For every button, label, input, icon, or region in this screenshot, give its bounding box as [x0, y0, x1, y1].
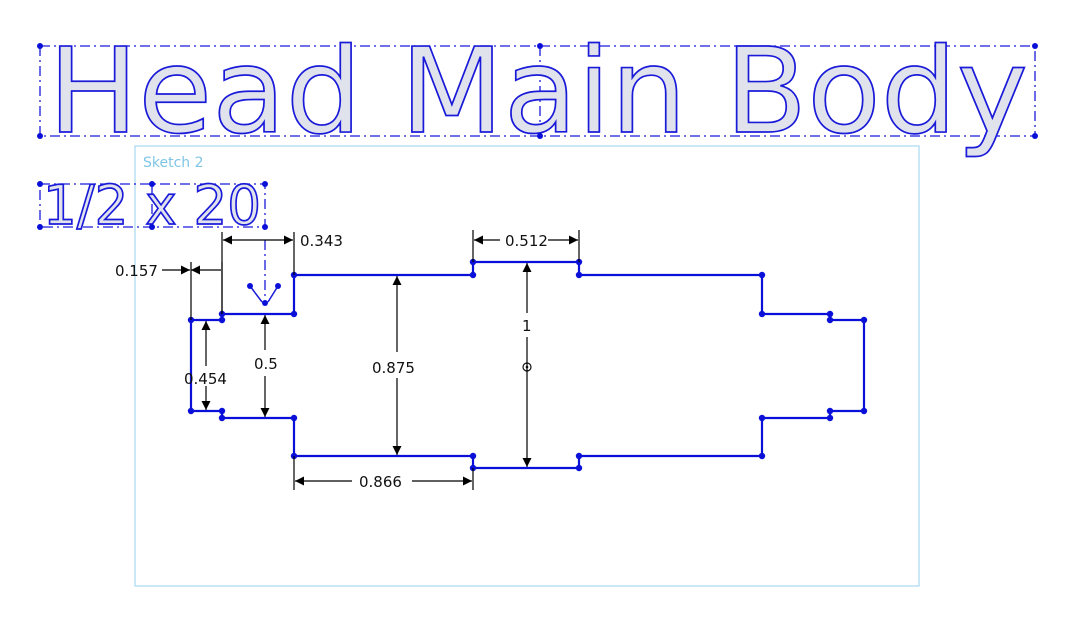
- dimension-0512[interactable]: 0.512: [472, 230, 580, 262]
- title-sketch-text[interactable]: Head Main Body: [47, 21, 1029, 161]
- construction-point[interactable]: [247, 283, 253, 289]
- vertex-point[interactable]: [826, 316, 834, 324]
- construction-point[interactable]: [275, 283, 281, 289]
- vertex-point[interactable]: [758, 310, 766, 318]
- title-corner-point[interactable]: [1032, 43, 1038, 49]
- dimension-0866[interactable]: 0.866: [293, 456, 474, 491]
- thread-corner-point[interactable]: [37, 224, 43, 230]
- vertex-point[interactable]: [860, 316, 868, 324]
- dimension-label[interactable]: 0.866: [359, 473, 402, 491]
- thread-corner-point[interactable]: [262, 224, 268, 230]
- thread-text-box[interactable]: 1/2 x 20: [37, 173, 268, 238]
- vertex-point[interactable]: [758, 452, 766, 460]
- dimension-label[interactable]: 0.157: [115, 262, 158, 280]
- title-text-box[interactable]: Head Main Body: [37, 21, 1038, 161]
- vertex-point[interactable]: [290, 310, 298, 318]
- dimension-1[interactable]: 1: [522, 263, 532, 467]
- title-corner-point[interactable]: [37, 43, 43, 49]
- dimension-label[interactable]: 0.512: [505, 232, 548, 250]
- dimension-label[interactable]: 0.343: [300, 232, 343, 250]
- dimension-label[interactable]: 0.5: [254, 355, 278, 373]
- vertex-point[interactable]: [290, 414, 298, 422]
- dimension-label[interactable]: 1: [522, 317, 532, 335]
- vertex-point[interactable]: [575, 464, 583, 472]
- title-corner-point[interactable]: [37, 133, 43, 139]
- vertex-point[interactable]: [758, 271, 766, 279]
- dimension-0454[interactable]: 0.454: [184, 321, 227, 410]
- thread-mid-point[interactable]: [149, 224, 155, 230]
- construction-point-icon[interactable]: [247, 240, 281, 306]
- vertex-point[interactable]: [860, 407, 868, 415]
- vertex-point[interactable]: [826, 414, 834, 422]
- dimension-0875[interactable]: 0.875: [372, 276, 415, 455]
- title-corner-point[interactable]: [1032, 133, 1038, 139]
- dimension-0157[interactable]: 0.157: [115, 262, 223, 320]
- sketch-frame: [134, 145, 920, 587]
- vertex-point[interactable]: [469, 452, 477, 460]
- vertex-point[interactable]: [218, 316, 226, 324]
- vertex-point[interactable]: [218, 407, 226, 415]
- thread-mid-point[interactable]: [149, 181, 155, 187]
- title-mid-point[interactable]: [537, 133, 543, 139]
- vertex-point[interactable]: [187, 407, 195, 415]
- construction-line: [267, 285, 279, 303]
- dimension-label[interactable]: 0.454: [184, 370, 227, 388]
- construction-point[interactable]: [262, 300, 268, 306]
- dimension-0343[interactable]: 0.343: [221, 232, 343, 314]
- dimension-label[interactable]: 0.875: [372, 359, 415, 377]
- vertex-point[interactable]: [575, 452, 583, 460]
- vertex-point[interactable]: [469, 271, 477, 279]
- thread-corner-point[interactable]: [37, 181, 43, 187]
- dimension-05[interactable]: 0.5: [254, 315, 278, 417]
- construction-line: [249, 285, 263, 303]
- vertex-point[interactable]: [826, 310, 834, 318]
- vertex-point[interactable]: [575, 271, 583, 279]
- sketch-label: Sketch 2: [143, 155, 204, 171]
- vertex-point[interactable]: [826, 407, 834, 415]
- thread-corner-point[interactable]: [262, 181, 268, 187]
- title-mid-point[interactable]: [537, 43, 543, 49]
- vertex-point[interactable]: [758, 414, 766, 422]
- vertex-point[interactable]: [218, 414, 226, 422]
